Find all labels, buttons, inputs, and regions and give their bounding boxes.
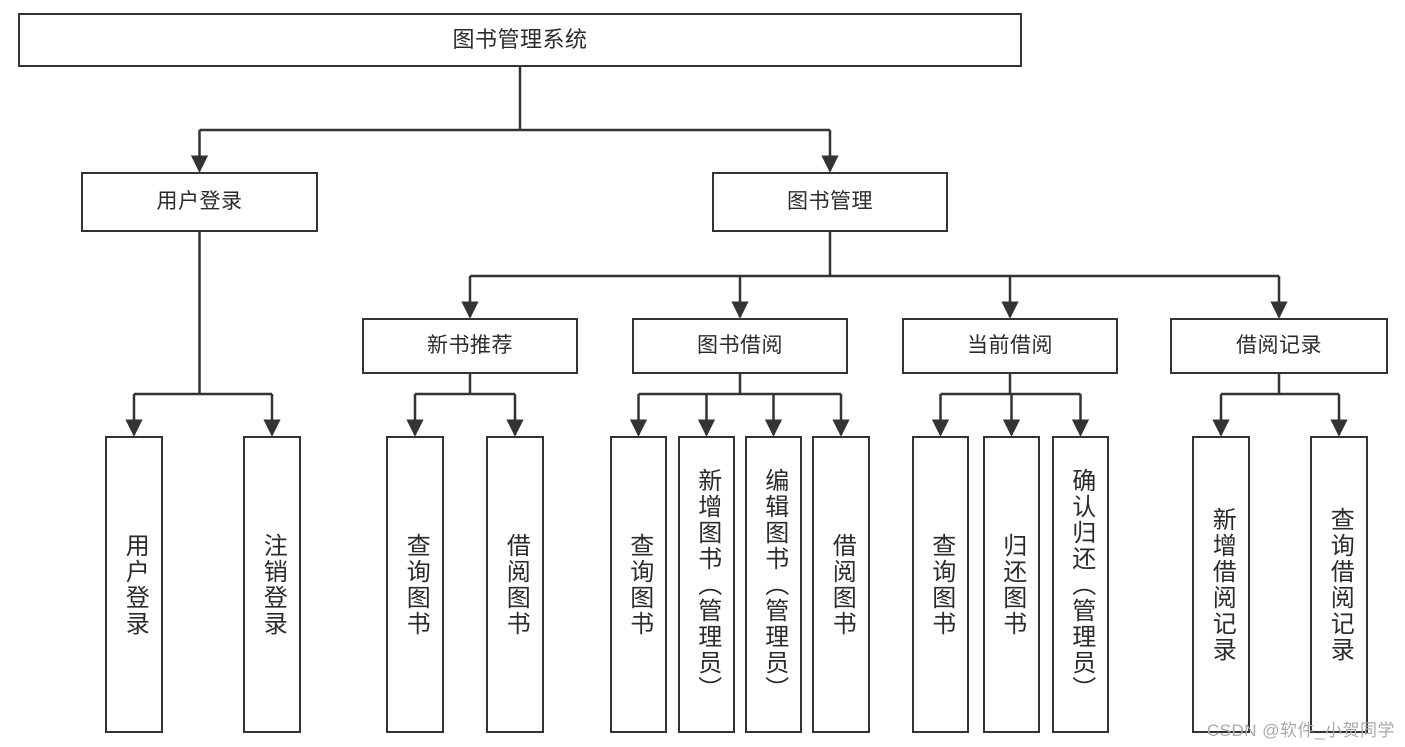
node-label: 用户登录 bbox=[121, 532, 149, 637]
node-label: 查询图书 bbox=[625, 532, 653, 637]
node-label: 借阅图书 bbox=[828, 532, 856, 637]
node-borrow[interactable]: 图书借阅 bbox=[632, 318, 848, 374]
node-label: 借阅记录 bbox=[1236, 333, 1322, 357]
node-label: 新增借阅记录 bbox=[1208, 506, 1236, 663]
node-records[interactable]: 借阅记录 bbox=[1170, 318, 1388, 374]
node-leaf-new-2[interactable]: 借阅图书 bbox=[486, 436, 544, 733]
node-label: 归还图书 bbox=[998, 532, 1026, 637]
node-label: 借阅图书 bbox=[502, 532, 530, 637]
node-leaf-cur-3[interactable]: 确认归还（管理员） bbox=[1052, 436, 1109, 733]
node-label: 查询借阅记录 bbox=[1326, 506, 1354, 663]
node-label: 新书推荐 bbox=[427, 333, 513, 357]
node-leaf-bor-1[interactable]: 查询图书 bbox=[610, 436, 667, 733]
node-root[interactable]: 图书管理系统 bbox=[18, 13, 1022, 67]
node-current[interactable]: 当前借阅 bbox=[902, 318, 1118, 374]
node-leaf-bor-3[interactable]: 编辑图书（管理员） bbox=[745, 436, 802, 733]
node-leaf-bor-2[interactable]: 新增图书（管理员） bbox=[678, 436, 735, 733]
node-leaf-login-2[interactable]: 注销登录 bbox=[243, 436, 301, 733]
node-login[interactable]: 用户登录 bbox=[81, 172, 318, 232]
node-label: 新增图书（管理员） bbox=[693, 467, 721, 702]
node-bookmgmt[interactable]: 图书管理 bbox=[712, 172, 948, 232]
node-label: 查询图书 bbox=[402, 532, 430, 637]
node-label: 查询图书 bbox=[927, 532, 955, 637]
node-label: 图书管理系统 bbox=[452, 27, 588, 53]
node-leaf-new-1[interactable]: 查询图书 bbox=[386, 436, 444, 733]
node-label: 编辑图书（管理员） bbox=[760, 467, 788, 702]
node-leaf-cur-1[interactable]: 查询图书 bbox=[912, 436, 969, 733]
node-label: 当前借阅 bbox=[967, 333, 1053, 357]
node-label: 图书管理 bbox=[787, 189, 873, 213]
node-leaf-rec-1[interactable]: 新增借阅记录 bbox=[1192, 436, 1250, 733]
node-leaf-rec-2[interactable]: 查询借阅记录 bbox=[1310, 436, 1368, 733]
node-leaf-login-1[interactable]: 用户登录 bbox=[105, 436, 163, 733]
node-label: 图书借阅 bbox=[697, 333, 783, 357]
node-label: 注销登录 bbox=[259, 532, 287, 637]
node-label: 确认归还（管理员） bbox=[1067, 467, 1095, 702]
node-newbook[interactable]: 新书推荐 bbox=[362, 318, 578, 374]
node-leaf-cur-2[interactable]: 归还图书 bbox=[983, 436, 1040, 733]
node-label: 用户登录 bbox=[156, 189, 243, 213]
node-leaf-bor-4[interactable]: 借阅图书 bbox=[812, 436, 870, 733]
